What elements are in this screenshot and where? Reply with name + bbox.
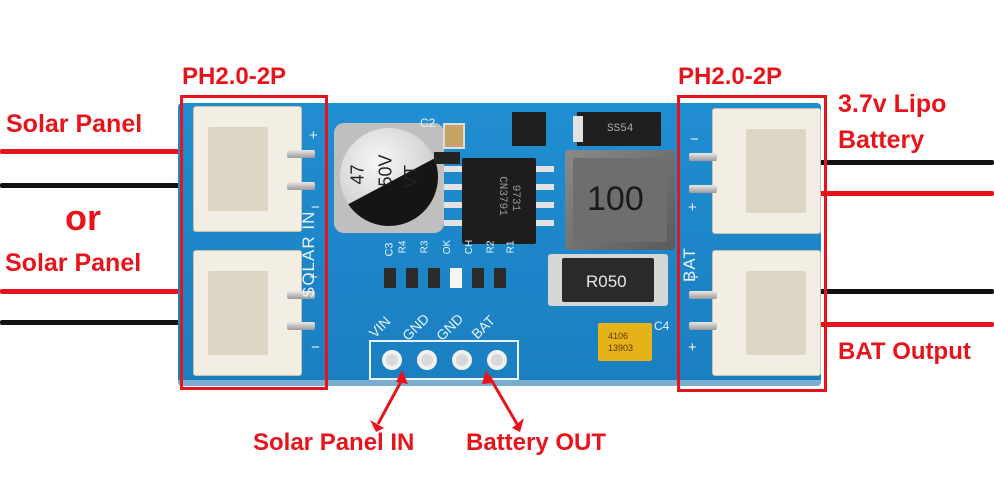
diode-marking: SS54 <box>607 123 634 135</box>
arrowhead-solar-in <box>396 370 408 384</box>
resistor-body <box>562 258 654 302</box>
output-wire-black-bottom <box>800 289 994 294</box>
polarity-mark: + <box>688 199 697 216</box>
silk-c4: C4 <box>654 319 670 333</box>
silk-c2: C2 <box>420 116 436 130</box>
smd-resistor <box>494 268 506 288</box>
header-hole-vin[interactable] <box>382 350 402 370</box>
tantalum-marking-2: 13903 <box>608 343 634 353</box>
power-inductor: 100 <box>565 150 675 250</box>
capacitor-top: 47 50V VT <box>340 128 438 226</box>
right-connector-type-label: PH2.0-2P <box>678 63 783 90</box>
or-label: or <box>65 197 101 238</box>
bat-output-label: BAT Output <box>838 338 971 365</box>
battery-label-line1: 3.7v Lipo <box>838 90 947 118</box>
polarity-mark: + <box>309 269 318 286</box>
ic-lead <box>536 184 554 190</box>
polarity-mark: + <box>309 127 318 144</box>
arrow-battery-out <box>487 375 519 425</box>
output-wire-red-bottom <box>800 322 994 327</box>
ic-lead <box>444 184 462 190</box>
header-hole-bat[interactable] <box>487 350 507 370</box>
solar-wire-black-bottom <box>0 320 205 325</box>
arrowhead-solar-in-tail <box>370 420 384 432</box>
diode-pad <box>573 116 583 142</box>
smd-part <box>434 152 460 164</box>
ic-lead <box>444 220 462 226</box>
solar-connector-bottom[interactable] <box>193 250 302 376</box>
battery-label-line2: Battery <box>838 126 925 154</box>
arrowhead-battery-out-tail <box>512 418 524 432</box>
arrowhead-battery-out <box>482 370 494 384</box>
charger-ic: CN3791 9731 <box>462 158 536 244</box>
connector-pin <box>689 153 717 161</box>
smd-resistor <box>428 268 440 288</box>
sense-resistor: R050 <box>548 254 668 306</box>
battery-connector-top[interactable] <box>712 108 821 234</box>
solar-panel-in-label: Solar Panel IN <box>253 429 415 456</box>
status-led <box>450 268 462 288</box>
left-connector-type-label: PH2.0-2P <box>182 63 287 90</box>
polarity-mark: − <box>690 131 699 148</box>
ic-lead <box>536 220 554 226</box>
battery-wire-black-top <box>800 160 994 165</box>
connector-pin <box>689 291 717 299</box>
connector-slot <box>208 127 268 211</box>
connector-pin <box>287 150 315 158</box>
tantalum-marking: 4106 <box>608 331 629 341</box>
inductor-marking: 100 <box>587 180 644 218</box>
capacitor-c2 <box>443 123 465 149</box>
tantalum-capacitor: 4106 13903 <box>598 323 652 361</box>
connector-pin <box>287 291 315 299</box>
solar-wire-red-bottom <box>0 289 205 294</box>
ic-lead <box>536 166 554 172</box>
connector-pin <box>689 185 717 193</box>
pcb-edge <box>178 380 821 386</box>
right-connector-highlight <box>677 95 827 392</box>
polarity-mark: − <box>311 339 320 356</box>
left-connector-highlight <box>180 95 328 390</box>
battery-out-label: Battery OUT <box>466 429 607 456</box>
header-hole-gnd-2[interactable] <box>452 350 472 370</box>
resistor-marking: R050 <box>586 272 627 291</box>
connector-pin <box>287 322 315 330</box>
connector-slot <box>208 271 268 355</box>
connector-slot <box>746 271 806 355</box>
solar-wire-red-top <box>0 149 205 154</box>
connector-pin <box>287 182 315 190</box>
output-connector-bottom[interactable] <box>712 250 821 376</box>
connector-slot <box>746 129 806 213</box>
smd-resistor <box>472 268 484 288</box>
solar-wire-black-top <box>0 183 205 188</box>
polarity-mark: − <box>690 269 699 286</box>
battery-wire-red-top <box>800 191 994 196</box>
arrow-solar-in <box>376 375 406 425</box>
schottky-diode: SS54 <box>577 112 661 146</box>
smd-resistor <box>406 268 418 288</box>
polarity-mark: − <box>311 199 320 216</box>
resistor-row <box>384 266 508 290</box>
connector-pin <box>689 322 717 330</box>
pin-header-outline <box>369 340 519 380</box>
polarity-mark: + <box>688 339 697 356</box>
ic-lead <box>536 202 554 208</box>
header-hole-gnd[interactable] <box>417 350 437 370</box>
inductor-face <box>573 158 667 242</box>
smd-resistor <box>384 268 396 288</box>
ic-lead <box>444 202 462 208</box>
solar-connector-top[interactable] <box>193 106 302 232</box>
ic-lead <box>444 166 462 172</box>
solar-panel-label-top: Solar Panel <box>6 110 143 138</box>
solar-panel-label-bottom: Solar Panel <box>5 249 142 277</box>
smd-part <box>512 112 546 146</box>
